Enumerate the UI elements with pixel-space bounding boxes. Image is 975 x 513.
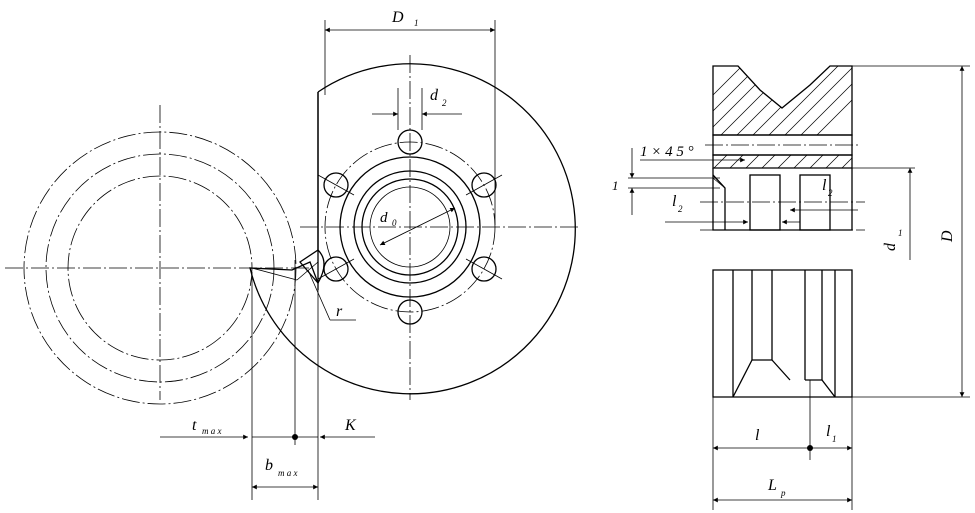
label-d0: d [380, 210, 388, 226]
dim-tmax-k-bmax: t m a x K b m a x [160, 260, 375, 500]
label-l2-right: l [822, 177, 827, 194]
label-l2-left: l [672, 193, 677, 210]
label-l: l [755, 427, 760, 444]
dim-l2: l 2 l 2 [665, 177, 858, 225]
label-l2-right-sub: 2 [828, 188, 833, 198]
label-bmax-sub: m a x [278, 468, 298, 478]
dim-l-l1-Lp: l l 1 L p [712, 380, 853, 510]
label-tmax: t [192, 417, 197, 434]
label-chamfer: 1 × 4 5 ° [640, 144, 694, 160]
dim-1: 1 [612, 148, 720, 215]
dim-D: D [852, 65, 970, 398]
dim-D1: D 1 [324, 9, 496, 225]
label-d1: d [882, 242, 899, 251]
label-l2-left-sub: 2 [678, 204, 683, 214]
front-view [249, 55, 580, 400]
label-d2-sub: 2 [442, 98, 447, 108]
label-r: r [336, 303, 343, 320]
label-Lp: L [767, 477, 777, 494]
label-Lp-sub: p [780, 488, 786, 498]
mating-circle-view [5, 105, 310, 405]
label-D1-sub: 1 [414, 18, 419, 28]
label-D: D [939, 230, 956, 243]
label-l1-sub: 1 [832, 434, 837, 444]
label-D1: D [391, 9, 404, 26]
label-bmax: b [265, 457, 273, 474]
dim-d1: d 1 [852, 167, 915, 260]
dim-d2: d 2 [372, 87, 462, 130]
label-tmax-sub: m a x [202, 426, 222, 436]
label-d0-sub: 0 [392, 218, 397, 228]
dim-chamfer: 1 × 4 5 ° [640, 144, 745, 163]
label-K: K [344, 417, 357, 434]
label-d1-sub: 1 [898, 228, 903, 238]
label-d2: d [430, 87, 439, 104]
label-l1: l [826, 423, 831, 440]
label-one: 1 [612, 178, 619, 193]
dim-r: r [307, 269, 356, 321]
section-view [700, 65, 865, 398]
